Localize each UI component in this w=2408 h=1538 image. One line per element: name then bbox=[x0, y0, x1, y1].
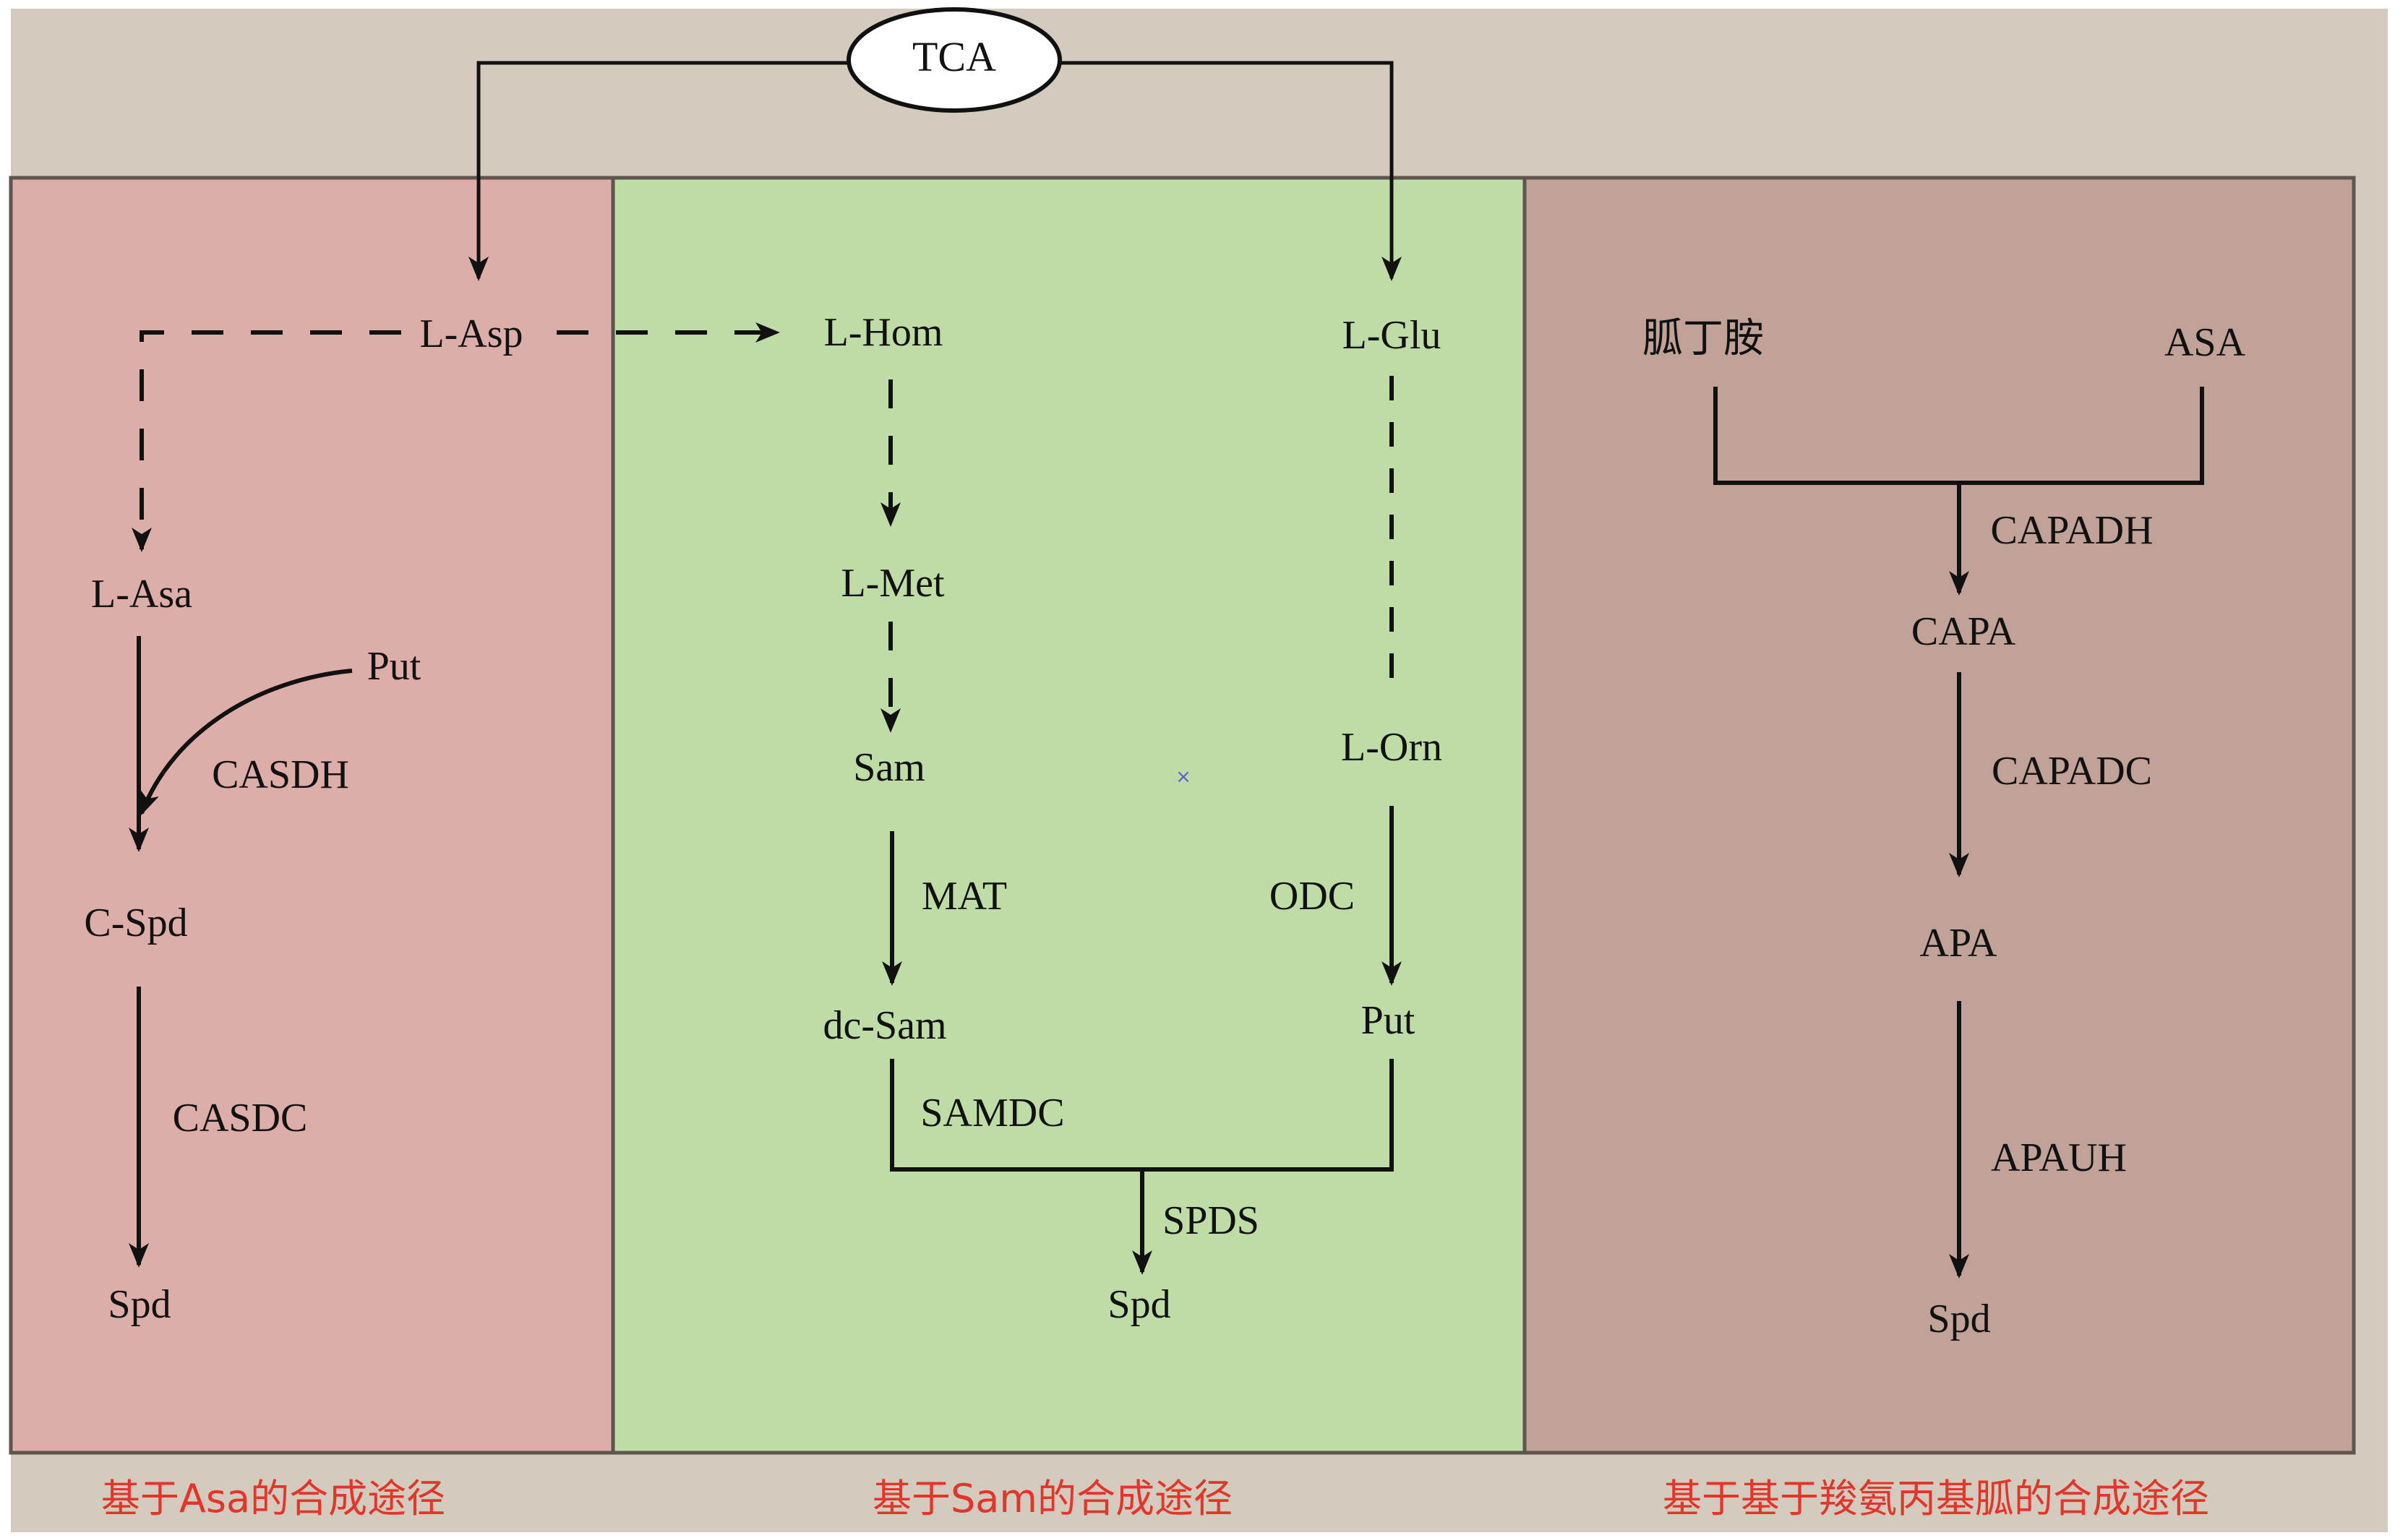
node-spd-capa: Spd bbox=[1927, 1297, 1990, 1341]
node-spd-asa: Spd bbox=[108, 1282, 171, 1327]
enzyme-casdh: CASDH bbox=[212, 752, 349, 797]
enzyme-spds: SPDS bbox=[1162, 1198, 1259, 1243]
cursor-marker-icon: × bbox=[1175, 766, 1191, 788]
enzyme-odc: ODC bbox=[1269, 874, 1355, 919]
node-apa: APA bbox=[1920, 921, 1997, 966]
node-l-asp: L-Asp bbox=[419, 312, 523, 356]
panel-sam bbox=[611, 176, 1527, 1455]
enzyme-samdc: SAMDC bbox=[920, 1091, 1064, 1135]
caption-sam-pathway: 基于Sam的合成途径 bbox=[873, 1476, 1233, 1521]
node-put-asa: Put bbox=[367, 644, 421, 689]
caption-asa-pathway: 基于Asa的合成途径 bbox=[101, 1476, 445, 1521]
panel-asa bbox=[9, 176, 615, 1455]
tca-node: TCA bbox=[847, 7, 1062, 113]
node-put-sam: Put bbox=[1361, 998, 1415, 1043]
node-l-asa: L-Asa bbox=[91, 572, 192, 617]
enzyme-capadh: CAPADH bbox=[1990, 508, 2153, 553]
lasp-to-lasa-dashed-arrow bbox=[132, 330, 401, 552]
node-l-met: L-Met bbox=[841, 561, 945, 606]
node-l-orn: L-Orn bbox=[1341, 725, 1442, 770]
node-asa: ASA bbox=[2164, 320, 2246, 365]
node-spd-sam: Spd bbox=[1107, 1282, 1170, 1327]
tca-to-lasp-arrow bbox=[468, 61, 847, 281]
node-l-glu: L-Glu bbox=[1342, 313, 1441, 358]
tca-to-lglu-arrow bbox=[1060, 61, 1402, 281]
node-l-hom: L-Hom bbox=[824, 310, 943, 355]
node-agmatine: 胍丁胺 bbox=[1642, 317, 1764, 361]
enzyme-capadc: CAPADC bbox=[1992, 749, 2152, 794]
node-dc-sam: dc-Sam bbox=[823, 1003, 946, 1048]
caption-capa-pathway: 基于基于羧氨丙基胍的合成途径 bbox=[1663, 1476, 2209, 1521]
put-to-cspd-curve-arrow bbox=[140, 669, 353, 816]
enzyme-casdc: CASDC bbox=[173, 1096, 308, 1140]
node-capa: CAPA bbox=[1911, 609, 2016, 654]
node-c-spd: C-Spd bbox=[84, 901, 187, 945]
enzyme-mat: MAT bbox=[922, 874, 1007, 919]
panel-capa bbox=[1522, 176, 2356, 1455]
tca-label: TCA bbox=[912, 33, 996, 80]
enzyme-apauh: APAUH bbox=[1991, 1135, 2127, 1180]
node-sam: Sam bbox=[853, 745, 925, 790]
